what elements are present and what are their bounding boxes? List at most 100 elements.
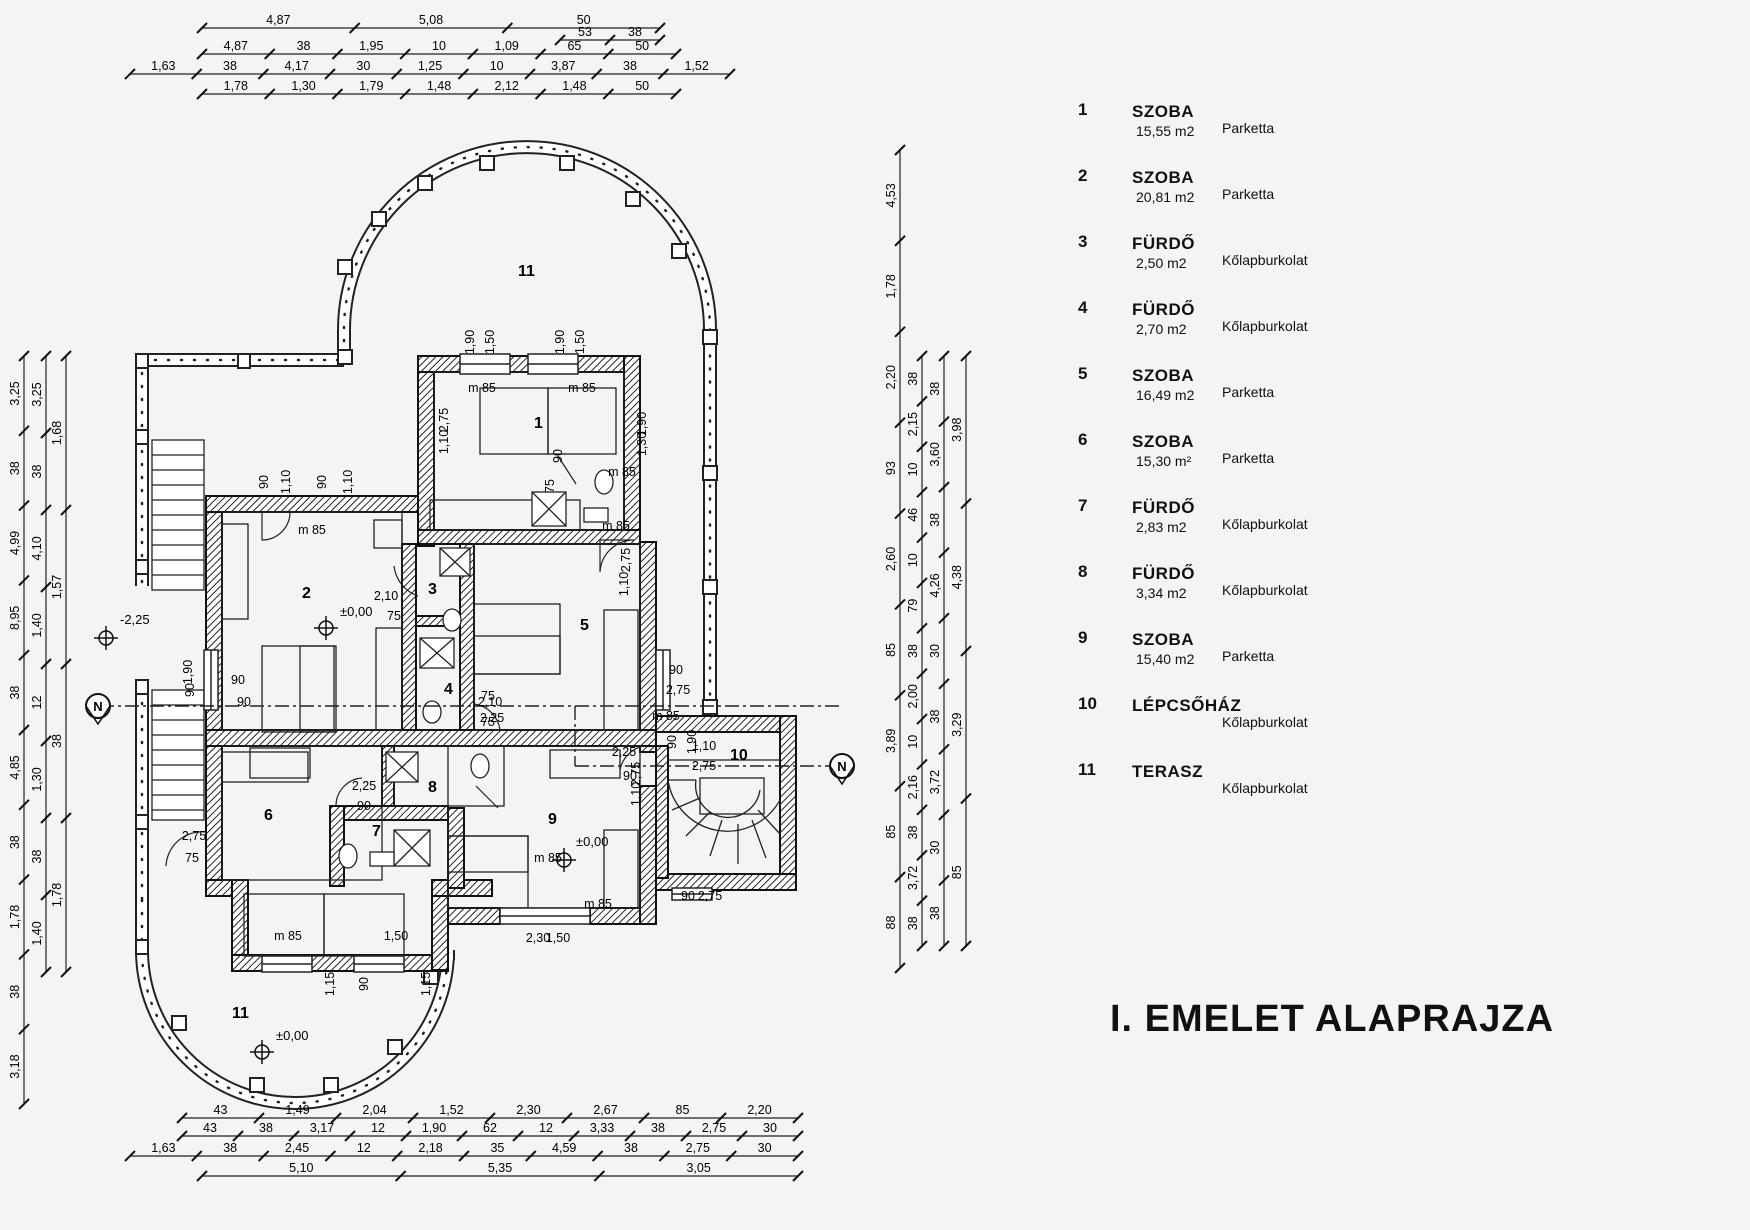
- room-flooring: Parketta: [1222, 384, 1275, 400]
- section-line: [100, 705, 840, 767]
- room-area: 2,83 m2: [1136, 519, 1187, 535]
- opening-dimension: 1,10: [617, 572, 631, 596]
- dimension-tick: [894, 326, 906, 338]
- dimension-value: 2,16: [906, 775, 920, 799]
- dimension-tick: [894, 689, 906, 702]
- dimension-value: 38: [928, 382, 942, 396]
- dimension-value: 85: [676, 1103, 690, 1117]
- dimension-value: 1,68: [50, 421, 64, 445]
- dimension-value: 1,78: [884, 274, 898, 298]
- opening-dimension: m 85: [468, 381, 496, 395]
- dimension-value: 50: [635, 79, 649, 93]
- dimension-tick: [458, 1150, 470, 1162]
- dimension-value: 4,17: [284, 59, 308, 73]
- dimension-value: 2,18: [418, 1141, 442, 1155]
- opening-dimension: 1,90: [553, 330, 567, 354]
- dimension-tick: [524, 68, 536, 80]
- opening-dimension: m 85: [534, 851, 562, 865]
- dimension-tick: [18, 350, 30, 362]
- dimension-value: 2,12: [495, 79, 519, 93]
- dimension-tick: [960, 350, 972, 362]
- dimension-value: 3,18: [8, 1054, 22, 1078]
- dimension-tick: [18, 425, 30, 437]
- dimension-value: 5,10: [289, 1161, 313, 1175]
- room-number: 7: [1078, 496, 1088, 515]
- room-name: TERASZ: [1132, 762, 1203, 781]
- dimension-value: 43: [203, 1121, 217, 1135]
- room-area: 15,55 m2: [1136, 123, 1195, 139]
- dimension-value: 1,79: [359, 79, 383, 93]
- dimension-value: 3,87: [551, 59, 575, 73]
- room-number: 3: [1078, 232, 1088, 251]
- opening-dimension: 75: [481, 715, 495, 729]
- dimension-value: 12: [30, 696, 44, 710]
- opening-dimension: 1,50: [573, 330, 587, 354]
- dimension-tick: [525, 1150, 537, 1162]
- dimension-value: 85: [950, 865, 964, 879]
- room-label-1: 1: [534, 415, 543, 432]
- opening-dimension: 2,25: [352, 779, 376, 793]
- north-label-left: N: [93, 699, 102, 714]
- room-number: 9: [1078, 628, 1088, 647]
- dimension-tick: [590, 68, 603, 80]
- dimension-value: 3,60: [928, 442, 942, 466]
- dimension-tick: [40, 350, 52, 362]
- north-marker-left: N: [85, 693, 111, 726]
- dimension-tick: [257, 68, 270, 80]
- dimension-value: 10: [906, 735, 920, 749]
- room-label-7: 7: [372, 823, 381, 840]
- dimension-value: 38: [623, 59, 637, 73]
- dimension-value: 10: [906, 553, 920, 567]
- dimension-tick: [457, 68, 470, 80]
- dimension-value: 1,48: [562, 79, 586, 93]
- room-label-6: 6: [264, 807, 273, 824]
- dimension-value: 38: [8, 985, 22, 999]
- dimension-tick: [18, 574, 30, 587]
- dimension-tick: [938, 481, 950, 493]
- dimension-value: 38: [50, 734, 64, 748]
- room-number: 11: [1078, 760, 1096, 779]
- dimension-tick: [400, 1130, 412, 1142]
- opening-dimension: 90: [231, 673, 245, 687]
- dimension-value: 30: [763, 1121, 777, 1135]
- dimension-tick: [554, 34, 566, 46]
- opening-dimension: 1,15: [419, 972, 433, 996]
- dimension-tick: [916, 531, 928, 544]
- dimension-value: 4,26: [928, 573, 942, 597]
- dimension-tick: [916, 894, 928, 907]
- dimension-value: 65: [567, 39, 581, 53]
- dimension-tick: [40, 735, 52, 747]
- dimension-value: 4,87: [266, 13, 290, 27]
- dimension-tick: [176, 1112, 188, 1124]
- dimension-tick: [257, 1150, 270, 1162]
- opening-dimension: 90: [669, 663, 683, 677]
- level-labels: ±0,00 ±0,00 ±0,00 -2,25: [120, 604, 608, 1043]
- dimension-tick: [670, 48, 682, 60]
- dimension-tick: [938, 940, 950, 952]
- dimension-tick: [916, 577, 928, 589]
- dimension-tick: [938, 743, 950, 756]
- exterior-stairs-bottom: [151, 689, 205, 821]
- dimension-tick: [894, 507, 906, 520]
- dimension-value: 3,33: [590, 1121, 614, 1135]
- dimension-tick: [894, 144, 906, 156]
- dimension-value: 50: [635, 39, 649, 53]
- dimension-value: 1,63: [151, 59, 175, 73]
- drawing-title: I. EMELET ALAPRAJZA: [1110, 998, 1555, 1040]
- dimension-tick: [331, 48, 344, 60]
- opening-dimension: 2,75: [698, 889, 722, 903]
- room-flooring: Kőlapburkolat: [1222, 714, 1308, 730]
- dimension-tick: [894, 235, 906, 247]
- room-number: 6: [1078, 430, 1088, 449]
- room-flooring: Kőlapburkolat: [1222, 516, 1308, 532]
- dimension-tick: [534, 88, 547, 100]
- dimension-tick: [40, 504, 52, 516]
- dimension-tick: [916, 622, 928, 635]
- opening-dimension: 2,75: [437, 408, 451, 432]
- dimension-tick: [602, 48, 614, 60]
- room-name: LÉPCSŐHÁZ: [1132, 696, 1242, 715]
- dimension-tick: [40, 658, 52, 670]
- dimension-value: 38: [624, 1141, 638, 1155]
